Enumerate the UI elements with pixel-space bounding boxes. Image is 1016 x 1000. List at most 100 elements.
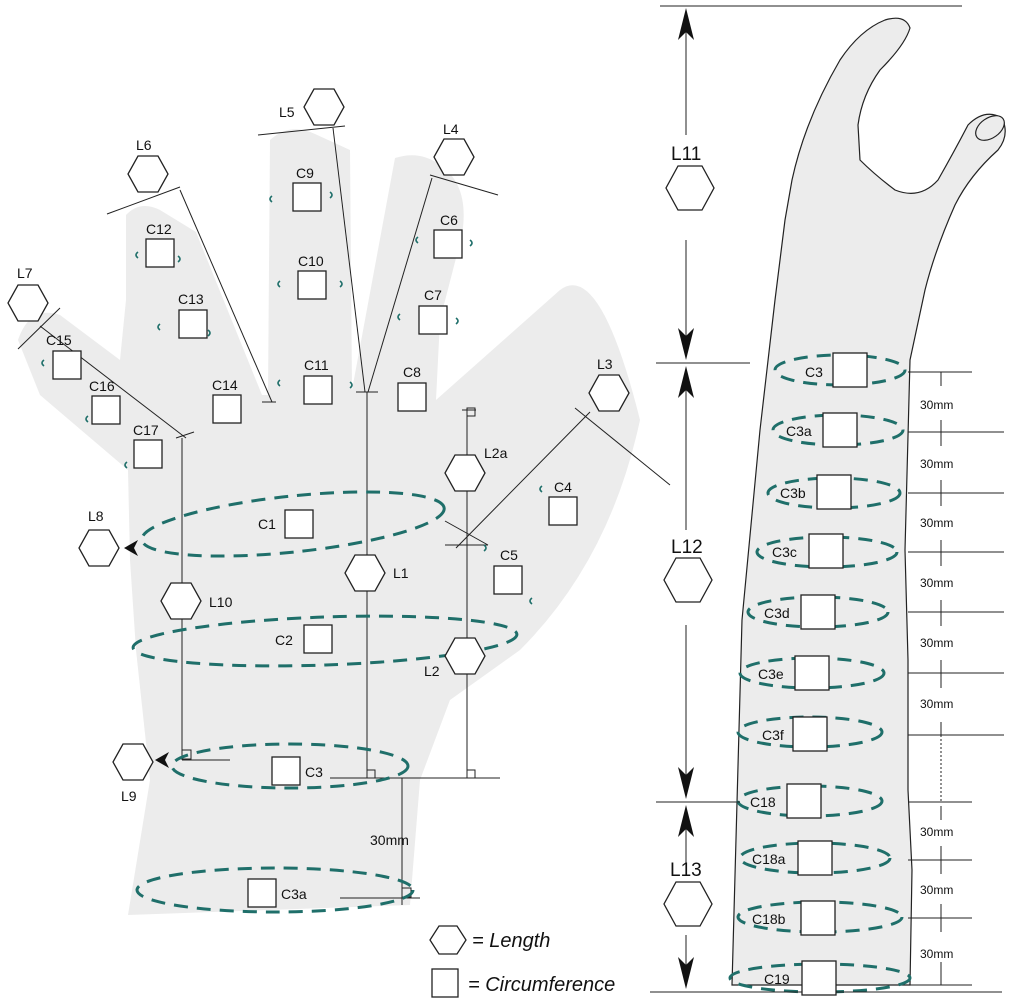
square-marker-C16	[91, 395, 121, 425]
arm-square-C3d	[800, 594, 836, 630]
arm-label-C3c: C3c	[772, 544, 797, 560]
hex-marker-L12	[663, 557, 713, 603]
label-L3: L3	[597, 356, 613, 372]
arm-label-C3b: C3b	[780, 485, 806, 501]
arm-spacing-label-1: 30mm	[920, 398, 953, 412]
square-marker-C5	[493, 565, 523, 595]
hand-guide-lines	[17, 125, 671, 905]
hand-dashed-loops	[41, 191, 543, 914]
label-C9: C9	[296, 165, 314, 181]
label-C8: C8	[403, 364, 421, 380]
arm-label-C19: C19	[764, 971, 790, 987]
arm-label-C18b: C18b	[752, 911, 786, 927]
arm-length-markers: L11 L12 L13	[663, 144, 715, 927]
square-marker-C11	[303, 375, 333, 405]
arm-spacing-label-7: 30mm	[920, 825, 953, 839]
square-marker-C3	[271, 756, 301, 786]
legend-circumference-icon	[431, 968, 459, 998]
label-L6: L6	[136, 137, 152, 153]
arm-label-C3a: C3a	[786, 423, 812, 439]
hand-length-markers: L5 L4 L6 L7 L3 L2a L8 L1 L10 L2 L9	[7, 88, 630, 804]
arm-label-C3: C3	[805, 364, 823, 380]
arm-square-C18b	[800, 900, 836, 936]
arm-dimension-lines	[650, 5, 1004, 993]
arm-silhouette	[731, 17, 1006, 986]
label-L7: L7	[17, 265, 33, 281]
arm-square-C3c	[808, 533, 844, 569]
label-C11: C11	[304, 357, 329, 373]
arm-square-C3b	[816, 474, 852, 510]
label-C3a: C3a	[281, 886, 307, 902]
arm-label-C18: C18	[750, 794, 776, 810]
label-C1: C1	[258, 516, 276, 532]
label-L5: L5	[279, 104, 295, 120]
label-L12: L12	[671, 537, 703, 558]
arm-label-C3e: C3e	[758, 666, 784, 682]
arm-label-C3d: C3d	[764, 605, 790, 621]
label-C15: C15	[46, 332, 72, 348]
label-L1: L1	[393, 565, 409, 581]
label-C7: C7	[424, 287, 442, 303]
arm-spacing-label-6: 30mm	[920, 697, 953, 711]
hex-marker-L6	[127, 155, 169, 193]
arm-square-C19	[801, 960, 837, 996]
legend: = Length = Circumference	[429, 925, 615, 998]
hex-marker-L5	[303, 88, 345, 126]
arm-square-C3f	[792, 716, 828, 752]
arm-label-C3f: C3f	[762, 727, 784, 743]
legend-length-icon	[429, 925, 467, 955]
arm-square-C18a	[797, 840, 833, 876]
square-marker-C13	[178, 309, 208, 339]
arm-spacing-label-3: 30mm	[920, 516, 953, 530]
label-C4: C4	[554, 479, 572, 495]
arm-spacing-label-8: 30mm	[920, 883, 953, 897]
label-C13: C13	[178, 291, 204, 307]
label-L13: L13	[670, 860, 702, 881]
square-marker-C12	[145, 238, 175, 268]
label-C10: C10	[298, 253, 324, 269]
arm-spacing-label-5: 30mm	[920, 636, 953, 650]
arm-spacing-labels: 30mm 30mm 30mm 30mm 30mm 30mm 30mm 30mm …	[920, 398, 953, 961]
label-C14: C14	[212, 377, 238, 393]
label-L10: L10	[209, 594, 233, 610]
arm-label-C18a: C18a	[752, 851, 786, 867]
arm-square-C3a	[822, 412, 858, 448]
label-C16: C16	[89, 378, 115, 394]
arm-circumference-markers: C3 C3a C3b C3c C3d C3e C3f C18 C18a C18b…	[750, 352, 868, 996]
square-marker-C9	[292, 182, 322, 212]
square-marker-C7	[418, 305, 448, 335]
square-marker-C14	[212, 394, 242, 424]
arm-square-C18	[786, 783, 822, 819]
square-marker-C17	[133, 439, 163, 469]
label-C2: C2	[275, 632, 293, 648]
hex-marker-L8	[78, 529, 120, 567]
label-C5: C5	[500, 547, 518, 563]
square-marker-C8	[397, 382, 427, 412]
arm-spacing-label-9: 30mm	[920, 947, 953, 961]
arm-square-C3	[832, 352, 868, 388]
hex-marker-L13	[663, 881, 713, 927]
label-C12: C12	[146, 221, 172, 237]
arm-spacing-label-2: 30mm	[920, 457, 953, 471]
label-C3: C3	[305, 764, 323, 780]
hand-silhouette	[18, 129, 640, 915]
label-L8: L8	[88, 508, 104, 524]
hand-spacing-label: 30mm	[370, 832, 409, 848]
square-marker-C10	[297, 270, 327, 300]
square-marker-C3a	[247, 878, 277, 908]
label-L11: L11	[671, 144, 701, 165]
hand-arrowheads	[124, 540, 169, 768]
hex-marker-L11	[665, 165, 715, 211]
hand-circumference-markers: C9 C6 C12 C10 C7 C13 C15 C11 C8 C14 C16 …	[46, 165, 578, 908]
square-marker-C6	[433, 229, 463, 259]
square-marker-C15	[52, 350, 82, 380]
arm-square-C3e	[794, 655, 830, 691]
square-marker-C2	[303, 624, 333, 654]
legend-length-label: = Length	[472, 930, 550, 952]
square-marker-C4	[548, 496, 578, 526]
label-L2: L2	[424, 663, 440, 679]
arm-arrowheads	[678, 8, 694, 989]
label-L2a: L2a	[484, 445, 508, 461]
